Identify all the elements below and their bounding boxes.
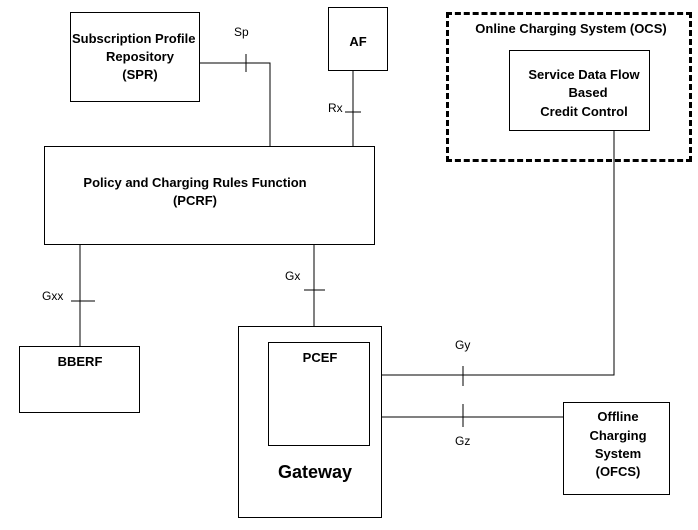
pcrf-label-2: (PCRF) <box>172 193 218 208</box>
gxx-interface-label: Gxx <box>42 289 64 303</box>
spr-label-2: Repository <box>106 49 174 64</box>
af-box <box>328 7 388 71</box>
sp-interface-label: Sp <box>234 25 249 39</box>
ofcs-label-1: Offline <box>597 409 639 424</box>
pcrf-label-1: Policy and Charging Rules Function <box>83 175 307 190</box>
gx-interface-label: Gx <box>285 269 301 283</box>
ocs-container <box>446 12 692 162</box>
ocs-title: Online Charging System (OCS) <box>475 21 667 36</box>
bberf-box <box>19 346 140 413</box>
gy-interface-label: Gy <box>455 338 471 352</box>
sp-connector <box>199 62 271 147</box>
gy-connector <box>370 131 615 376</box>
rx-interface-label: Rx <box>328 101 343 115</box>
pcef-box <box>268 342 370 446</box>
sdf-credit-control-label-3: Credit Control <box>540 104 628 119</box>
sdf-credit-control-box <box>509 50 650 131</box>
spr-label-3: (SPR) <box>122 67 158 82</box>
gz-interface-label: Gz <box>455 434 471 448</box>
spr-label-1: Subscription Profile <box>72 31 196 46</box>
sdf-credit-control-label-2: Based <box>568 85 608 100</box>
bberf-label: BBERF <box>57 354 103 369</box>
gateway-label: Gateway <box>277 462 353 482</box>
spr-box <box>70 12 200 102</box>
ofcs-box <box>563 402 670 495</box>
sdf-credit-control-label-1: Service Data Flow <box>528 67 640 82</box>
ofcs-label-3: System <box>594 446 642 461</box>
pcrf-box <box>44 146 375 245</box>
ofcs-label-2: Charging <box>589 428 647 443</box>
af-label: AF <box>349 34 367 49</box>
pcef-label: PCEF <box>302 350 338 365</box>
ofcs-label-4: (OFCS) <box>595 464 641 479</box>
